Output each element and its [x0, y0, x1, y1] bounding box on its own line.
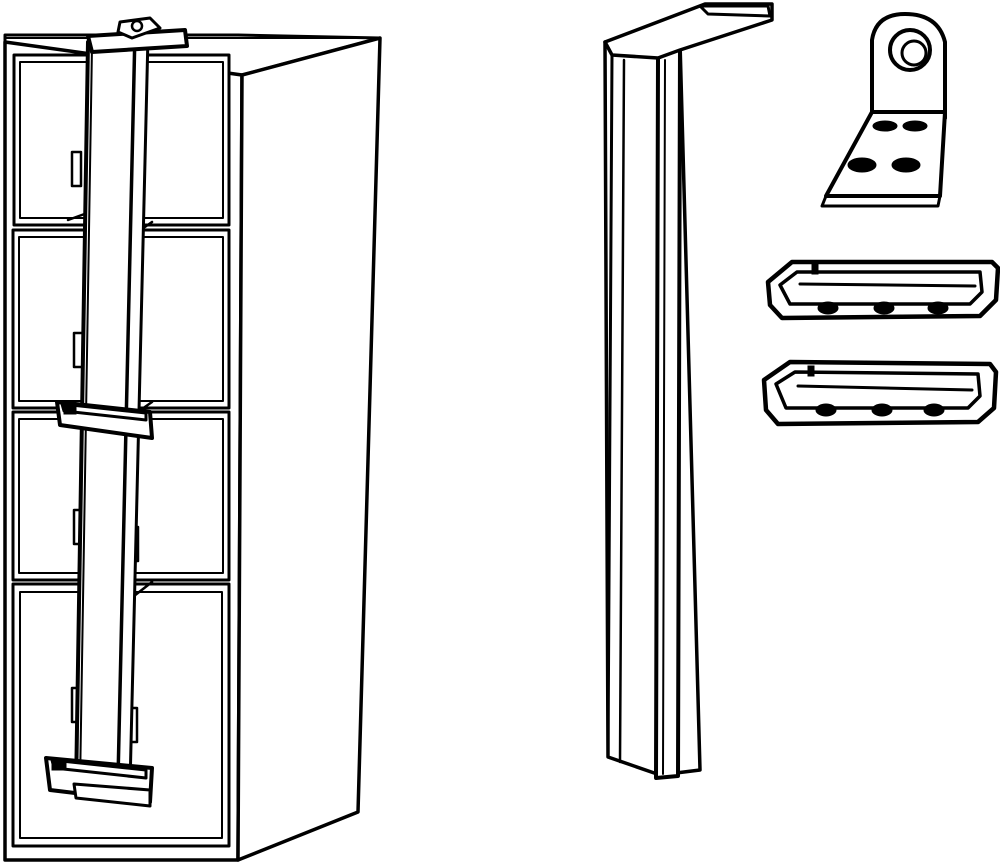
padlock-icon [116, 16, 162, 40]
filing-cabinet-with-locking-bar-icon [3, 16, 382, 862]
bottom-clamp [44, 756, 154, 808]
bar-front-edge [654, 44, 682, 780]
drawer-clip-icon [765, 259, 1000, 321]
angle-bracket-icon [820, 12, 947, 208]
locking-bar-icon [603, 2, 774, 780]
bar-top-hook [603, 2, 774, 60]
cabinet-side [236, 36, 382, 862]
drawer-clip-icon [761, 359, 999, 427]
middle-clamp [55, 400, 154, 440]
bar-body [603, 40, 702, 777]
